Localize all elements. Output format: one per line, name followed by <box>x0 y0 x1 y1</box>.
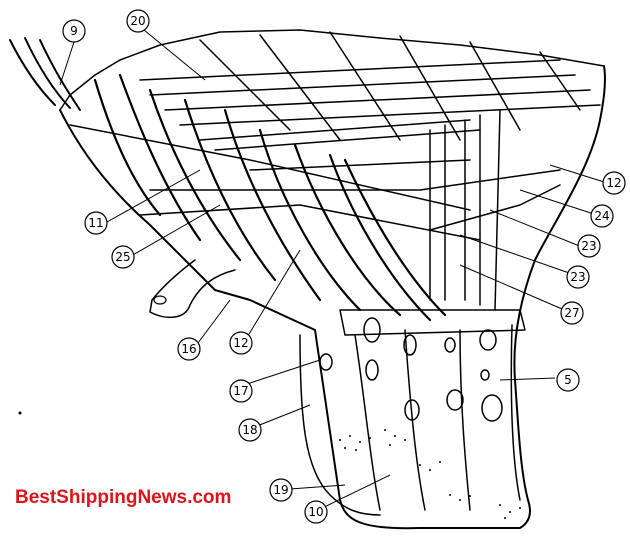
callout-24: 24 <box>590 204 614 228</box>
callout-label: 11 <box>88 216 103 230</box>
callout-12-bottom: 12 <box>229 331 253 355</box>
callout-label: 5 <box>564 373 572 387</box>
callout-5: 5 <box>556 368 580 392</box>
callout-label: 27 <box>564 306 579 320</box>
callout-label: 10 <box>308 505 323 519</box>
callout-label: 12 <box>233 336 248 350</box>
ship-bow-framing-illustration <box>9 29 606 530</box>
callout-label: 20 <box>130 14 145 28</box>
callout-label: 17 <box>233 384 248 398</box>
callout-11: 11 <box>84 211 108 235</box>
callout-27: 27 <box>560 301 584 325</box>
stray-dot <box>18 411 22 415</box>
callout-label: 18 <box>242 423 257 437</box>
callout-10: 10 <box>304 500 328 524</box>
site-watermark: BestShippingNews.com <box>15 487 232 508</box>
callout-label: 24 <box>594 209 609 223</box>
callout-12-top: 12 <box>602 171 626 195</box>
concrete-infill <box>339 429 521 519</box>
callout-label: 12 <box>606 176 621 190</box>
callout-18: 18 <box>238 418 262 442</box>
leader-lines <box>59 29 605 512</box>
callout-label: 25 <box>115 250 130 264</box>
callout-9: 9 <box>62 19 86 43</box>
callout-19: 19 <box>269 478 293 502</box>
callout-23-upper: 23 <box>577 234 601 258</box>
callout-20: 20 <box>126 9 150 33</box>
callout-25: 25 <box>111 245 135 269</box>
callout-label: 19 <box>273 483 288 497</box>
callout-label: 23 <box>570 270 585 284</box>
callout-17: 17 <box>229 379 253 403</box>
callout-label: 23 <box>581 239 596 253</box>
callout-16: 16 <box>177 337 201 361</box>
callout-label: 9 <box>70 24 78 38</box>
callout-23-lower: 23 <box>566 265 590 289</box>
callout-label: 16 <box>181 342 196 356</box>
